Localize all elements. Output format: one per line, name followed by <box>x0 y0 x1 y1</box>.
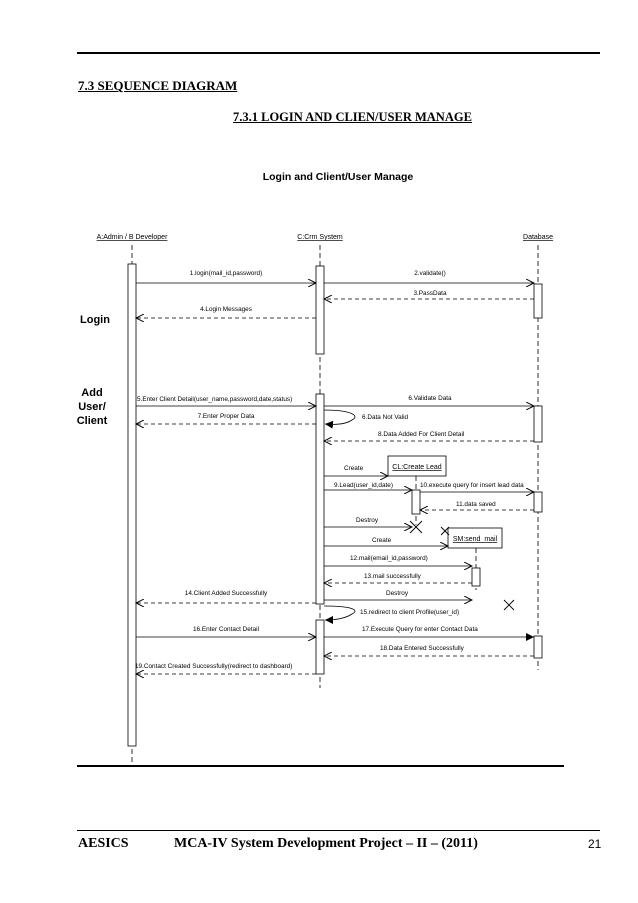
phase-add-label-2: User/ <box>78 401 106 413</box>
object-create-lead-label: CL:Create Lead <box>392 464 442 471</box>
object-send-mail-box <box>447 527 503 549</box>
footer-center: MCA-IV System Development Project – II –… <box>174 836 478 851</box>
lifeline-crm-label: C:Crm System <box>297 234 343 241</box>
activation-db-3 <box>533 491 543 513</box>
message-18-label: 18.Data Entered Successfully <box>380 645 465 652</box>
activation-admin <box>127 263 137 747</box>
activation-db-2 <box>533 405 543 443</box>
create-lead-label: Create <box>344 465 364 472</box>
section-heading: 7.3 SEQUENCE DIAGRAM <box>78 78 238 93</box>
object-send-mail-label: SM:send_mail <box>453 536 498 543</box>
message-14-label: 14.Client Added Successfully <box>185 590 268 597</box>
message-16-label: 16.Enter Contact Detail <box>193 626 259 633</box>
message-3-label: 3.PassData <box>413 290 446 297</box>
message-12-label: 12.mail(email_id,password) <box>350 555 428 562</box>
footer-rule <box>77 830 600 831</box>
message-15-label: 15.redirect to client Profile(user_id) <box>360 609 459 616</box>
activation-crm-1 <box>315 265 325 355</box>
activation-lead <box>411 489 421 515</box>
destroy-lead-label: Destroy <box>356 517 379 524</box>
create-mail-label: Create <box>372 537 392 544</box>
object-create-lead-box <box>387 455 447 477</box>
activation-db-1 <box>533 283 543 319</box>
lifeline-database-label: Database <box>523 234 553 241</box>
lead-destroy-mark <box>409 520 423 534</box>
message-9-label: 9.Lead(user_id,date) <box>334 482 393 489</box>
footer-left: AESICS <box>78 836 129 851</box>
message-6b-self-arrow <box>323 409 356 429</box>
message-6-label: 6.Validate Data <box>408 395 452 402</box>
message-2-label: 2.validate() <box>414 270 446 277</box>
message-10-label: 10.execute query for insert lead data <box>420 482 524 489</box>
activation-crm-2 <box>315 393 325 605</box>
message-7-label: 7.Enter Proper Data <box>198 413 255 420</box>
message-4-label: 4.Login Messages <box>200 306 252 313</box>
message-13-label: 13.mail successfully <box>364 573 422 580</box>
message-15-self-arrow <box>323 605 356 624</box>
diagram-bottom-rule <box>77 765 564 767</box>
phase-add-label-3: Client <box>77 415 108 427</box>
subsection-heading: 7.3.1 LOGIN AND CLIEN/USER MANAGE <box>233 110 472 124</box>
destroy-mail-label: Destroy <box>386 590 409 597</box>
phase-login-label: Login <box>80 314 110 326</box>
message-5-label: 5.Enter Client Detail(user_name,password… <box>137 396 292 403</box>
page-number: 21 <box>588 837 602 851</box>
lifeline-admin-label: A:Admin / B Developer <box>97 234 168 241</box>
mail-create-mark <box>440 526 450 536</box>
message-1-label: 1.login(mail_id,password) <box>190 270 262 277</box>
message-8-label: 8.Data Added For Client Detail <box>378 431 464 438</box>
mail-destroy-mark <box>503 599 515 611</box>
activation-crm-3 <box>315 619 325 675</box>
message-17-label: 17.Execute Query for enter Contact Data <box>362 626 478 633</box>
diagram-title: Login and Client/User Manage <box>263 171 414 183</box>
activation-mail <box>471 567 481 587</box>
message-11-label: 11.data saved <box>456 501 496 508</box>
top-rule <box>77 52 600 54</box>
phase-add-label-1: Add <box>81 387 102 399</box>
activation-db-4 <box>533 635 543 659</box>
message-19-label: 19.Contact Created Successfully(redirect… <box>135 663 292 670</box>
message-6b-label: 6.Data Not Valid <box>362 414 409 421</box>
